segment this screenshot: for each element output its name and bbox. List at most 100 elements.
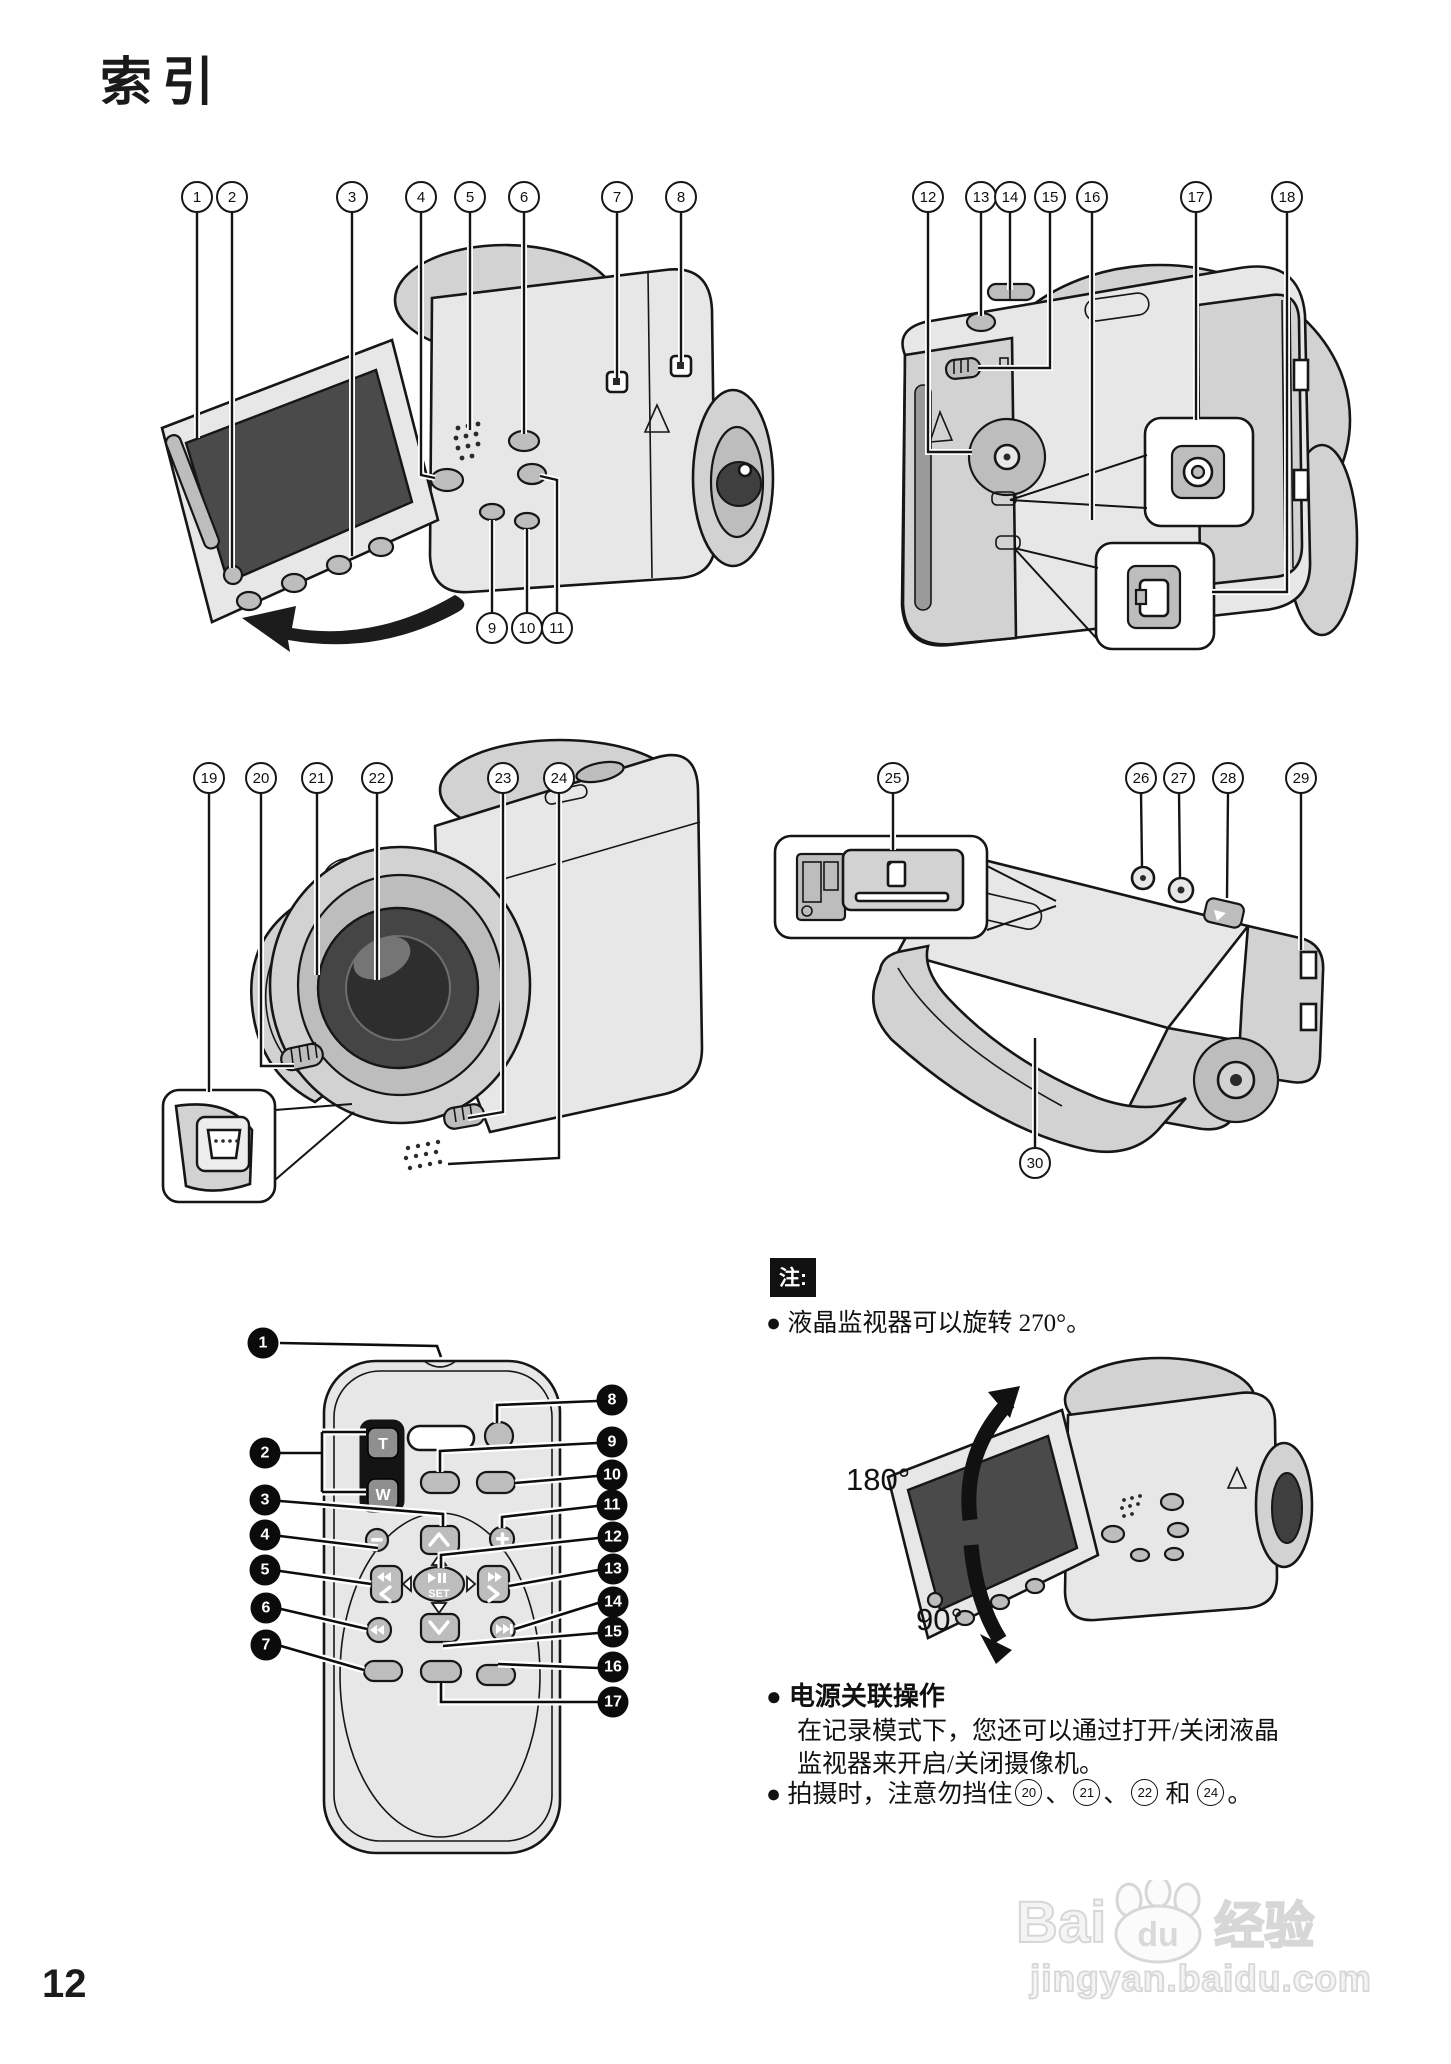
chevron-right-icon xyxy=(487,1585,500,1603)
open-direction-arrow xyxy=(242,595,465,652)
separator: 、 xyxy=(1045,1781,1071,1808)
note-power-link-line1: 在记录模式下，您还可以通过打开/关闭液晶 xyxy=(797,1718,1279,1745)
baidu-watermark: Bai du 经验 xyxy=(1015,1880,1315,1964)
remote-callout-6: 6 xyxy=(250,1592,282,1624)
callout-27: 27 xyxy=(1163,762,1195,794)
camcorder-lcd-open-view xyxy=(160,211,775,652)
callout-20: 20 xyxy=(245,762,277,794)
remote-callout-1: 1 xyxy=(247,1327,279,1359)
callout-12: 12 xyxy=(912,181,944,213)
minus-icon xyxy=(371,1538,383,1542)
remote-callout-4: 4 xyxy=(249,1519,281,1551)
remote-callout-2: 2 xyxy=(249,1437,281,1469)
remote-callout-17: 17 xyxy=(597,1686,629,1718)
callout-15: 15 xyxy=(1034,181,1066,213)
lcd-corner-button xyxy=(222,564,244,586)
play-pause-icon xyxy=(428,1573,436,1583)
remote-callout-7: 7 xyxy=(250,1629,282,1661)
usb-connector-inset xyxy=(161,1088,277,1204)
strap-slot xyxy=(1084,292,1150,322)
rotation-180-label: 180° xyxy=(846,1462,911,1497)
remote-callout-5: 5 xyxy=(249,1554,281,1586)
triangle-down-icon xyxy=(430,1602,448,1615)
callout-14: 14 xyxy=(994,181,1026,213)
dc-jack-inset xyxy=(1094,541,1216,651)
remote-callout-3: 3 xyxy=(249,1484,281,1516)
remote-callout-13: 13 xyxy=(597,1553,629,1585)
dc-terminal-cover xyxy=(995,535,1021,550)
ok-button xyxy=(516,462,548,486)
remote-callout-11: 11 xyxy=(596,1489,628,1521)
wide-label: W xyxy=(375,1487,391,1504)
playlist-button xyxy=(362,1659,404,1683)
upload-button xyxy=(478,502,506,522)
info-button xyxy=(475,1470,517,1495)
callout-24: 24 xyxy=(543,762,575,794)
page-number: 12 xyxy=(42,1962,87,2006)
callout-11: 11 xyxy=(541,612,573,644)
watermark-bai: Bai xyxy=(1015,1889,1107,1956)
note-do-not-block-text: ● 拍摄时，注意勿挡住 xyxy=(766,1781,1013,1808)
triangle-mark xyxy=(643,403,671,433)
zoom-rocker: T W xyxy=(359,1419,405,1513)
triangle-left-icon xyxy=(401,1575,412,1593)
mode-switch xyxy=(944,357,982,380)
laser-touch-strip xyxy=(164,434,221,550)
camcorder-front-lens-view xyxy=(161,738,704,1204)
remote-callout-9: 9 xyxy=(596,1426,628,1458)
circled-21: 21 xyxy=(1073,1778,1101,1806)
rewind-icon xyxy=(370,1625,377,1635)
callout-13: 13 xyxy=(965,181,997,213)
skip-forward-icon xyxy=(496,1624,503,1634)
play-mode-button xyxy=(429,467,465,493)
chevron-down-icon xyxy=(428,1620,450,1635)
rewind-icon xyxy=(377,1572,384,1582)
up-button xyxy=(419,1524,461,1556)
camcorder-bottom-grip-view xyxy=(773,791,1325,1154)
and-word: 和 xyxy=(1165,1781,1191,1808)
separator: 、 xyxy=(1103,1781,1129,1808)
callout-16: 16 xyxy=(1076,181,1108,213)
watermark-du: du xyxy=(1137,1916,1179,1954)
battery-release-latch xyxy=(1203,897,1245,929)
grip-belt xyxy=(872,944,1187,1154)
page-title: 索引 xyxy=(100,54,225,112)
callout-28: 28 xyxy=(1212,762,1244,794)
callout-29: 29 xyxy=(1285,762,1317,794)
triangle-right-icon xyxy=(466,1575,477,1593)
callout-25: 25 xyxy=(877,762,909,794)
callout-10: 10 xyxy=(511,612,543,644)
callout-9: 9 xyxy=(476,612,508,644)
remote-callout-16: 16 xyxy=(597,1651,629,1683)
disp-button xyxy=(419,1659,463,1684)
microphone-holes xyxy=(403,1139,443,1171)
baidu-paw-icon: du xyxy=(1114,1880,1202,1964)
note-do-not-block: ● 拍摄时，注意勿挡住 20 、 21 、 22 和 24 。 xyxy=(766,1774,1252,1810)
callout-23: 23 xyxy=(487,762,519,794)
callout-22: 22 xyxy=(361,762,393,794)
circled-20: 20 xyxy=(1015,1778,1043,1806)
watermark-url: jingyan.baidu.com xyxy=(1029,1957,1372,2000)
ir-transmitter xyxy=(423,1360,457,1368)
s-shot-button xyxy=(419,1470,461,1495)
fast-forward-icon xyxy=(488,1572,495,1582)
callout-7: 7 xyxy=(601,181,633,213)
zoom-tele-button xyxy=(367,1427,399,1459)
callout-21: 21 xyxy=(301,762,333,794)
callout-4: 4 xyxy=(405,181,437,213)
callout-3: 3 xyxy=(336,181,368,213)
camcorder-rear-view xyxy=(900,211,1359,651)
note-lcd-rotate: ● 液晶监视器可以旋转 270°。 xyxy=(766,1310,1092,1337)
rotation-arrow xyxy=(961,1386,1020,1664)
callout-6: 6 xyxy=(508,181,540,213)
lcd-rotation-view xyxy=(886,1356,1314,1664)
direct-dvd-button xyxy=(513,511,541,531)
chevron-up-icon xyxy=(428,1532,450,1547)
set-label: SET xyxy=(428,1588,450,1600)
callout-2: 2 xyxy=(216,181,248,213)
av-jack-inset xyxy=(1143,416,1255,528)
remote-callout-10: 10 xyxy=(596,1459,628,1491)
callout-30: 30 xyxy=(1019,1147,1051,1179)
